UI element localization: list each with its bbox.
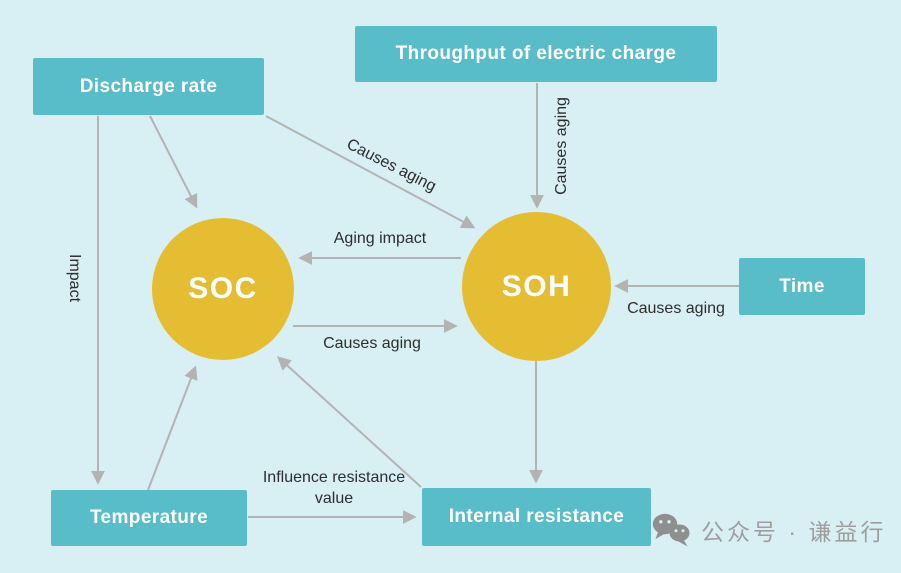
wechat-icon <box>652 513 690 547</box>
label-impact: Impact <box>66 253 83 303</box>
edge-internal-resistance-to-soc <box>276 356 422 488</box>
label-causes-aging-time: Causes aging <box>627 300 725 317</box>
edge-discharge-rate-to-soh <box>265 115 476 229</box>
node-temperature: Temperature <box>51 490 247 546</box>
label-causes-aging-throughput: Causes aging <box>553 97 570 195</box>
watermark-text: 公众号 · 谦益行 <box>701 519 887 545</box>
label-aging-impact: Aging impact <box>333 230 427 247</box>
node-internal-resistance: Internal resistance <box>422 488 651 546</box>
watermark: 公众号 · 谦益行 <box>652 512 886 548</box>
node-discharge-rate: Discharge rate <box>33 58 264 115</box>
node-time: Time <box>739 258 865 315</box>
label-causes-aging-soc-soh: Causes aging <box>323 335 421 352</box>
node-soc: SOC <box>152 218 294 360</box>
edge-discharge-rate-to-soc <box>149 115 198 209</box>
node-throughput-of-electric-charge: Throughput of electric charge <box>355 26 717 82</box>
edge-temperature-to-soc <box>147 365 198 491</box>
label-influence-resistance-value: Influence resistance value <box>262 469 406 507</box>
node-soh: SOH <box>462 212 611 361</box>
